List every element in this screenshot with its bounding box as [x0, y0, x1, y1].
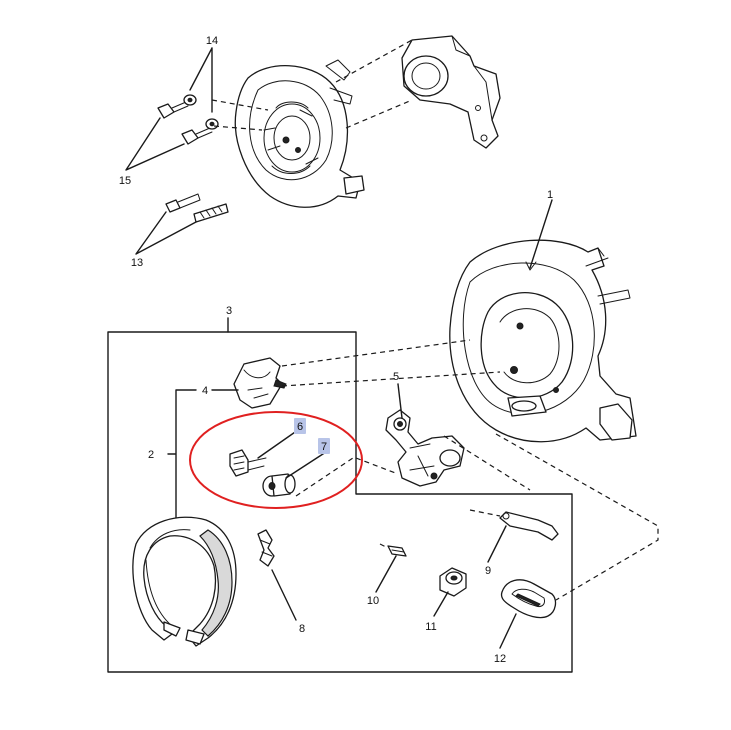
callout-5: 5: [393, 371, 399, 383]
leader-7: [285, 451, 327, 479]
leader-6: [257, 429, 299, 459]
part-4-clip: [233, 357, 287, 409]
leader-dashed-bolts-a: [211, 99, 269, 111]
leader-12: [499, 613, 517, 649]
leader-dashed-plate-lever: [355, 457, 399, 475]
leader-dashed-4b: [281, 371, 501, 387]
callout-7: 7: [321, 441, 327, 453]
callout-11: 11: [425, 621, 436, 633]
callout-2: 2: [148, 449, 154, 461]
leader-11: [433, 591, 449, 617]
callout-10: 10: [367, 595, 379, 607]
callout-14: 14: [206, 35, 218, 47]
part-2-brake-shoe: [132, 516, 237, 647]
leader-5: [397, 383, 403, 419]
leader-8: [271, 569, 297, 621]
leader-15: [125, 117, 185, 171]
leader-13: [135, 211, 197, 255]
part-6-pin: [229, 449, 267, 477]
leader-dashed-plate-right: [495, 433, 659, 601]
part-8-clip: [257, 529, 275, 567]
leader-10: [375, 555, 397, 593]
highlight-box-6: [294, 418, 306, 434]
highlight-box-7: [318, 438, 330, 454]
leader-9: [487, 525, 507, 563]
callout-8: 8: [299, 623, 305, 635]
callout-1: 1: [547, 189, 553, 201]
callout-6: 6: [297, 421, 303, 433]
part-10-pin: [387, 545, 407, 557]
hub-bracket-upper: [401, 35, 501, 149]
leader-1-arrow: [525, 261, 537, 271]
leader-dashed-4: [281, 339, 471, 367]
leader-dashed-upper-2: [345, 99, 413, 129]
leader-dashed-bolts-b: [213, 125, 263, 131]
kit-box-outline-3: [107, 331, 573, 673]
leader-dashed-9: [469, 509, 501, 517]
leader-dashed-10: [379, 543, 389, 549]
leader-dashed-5: [443, 435, 531, 491]
washers-14: [183, 94, 219, 130]
part-12-grommet: [500, 579, 557, 619]
callout-9: 9: [485, 565, 491, 577]
part-5-lever: [385, 409, 465, 487]
upper-backing-plate-assembly: [234, 59, 365, 208]
leader-1: [529, 199, 553, 269]
callout-13: 13: [131, 257, 143, 269]
leader-14: [189, 47, 213, 113]
bolts-15: [157, 101, 213, 145]
bracket-2: [167, 389, 197, 519]
highlight-ellipse-6-7: [189, 411, 363, 509]
leader-dashed-7: [295, 455, 357, 497]
backing-plate-part-1: [449, 239, 637, 443]
callout-15: 15: [119, 175, 131, 187]
part-11-nut: [439, 567, 467, 597]
callout-4: 4: [202, 385, 208, 397]
part-7-cup: [262, 473, 296, 497]
bolts-13: [165, 193, 229, 223]
part-9-link: [499, 511, 559, 541]
callout-3: 3: [226, 305, 232, 317]
leader-dashed-upper-1: [335, 39, 413, 83]
callout-12: 12: [494, 653, 506, 665]
